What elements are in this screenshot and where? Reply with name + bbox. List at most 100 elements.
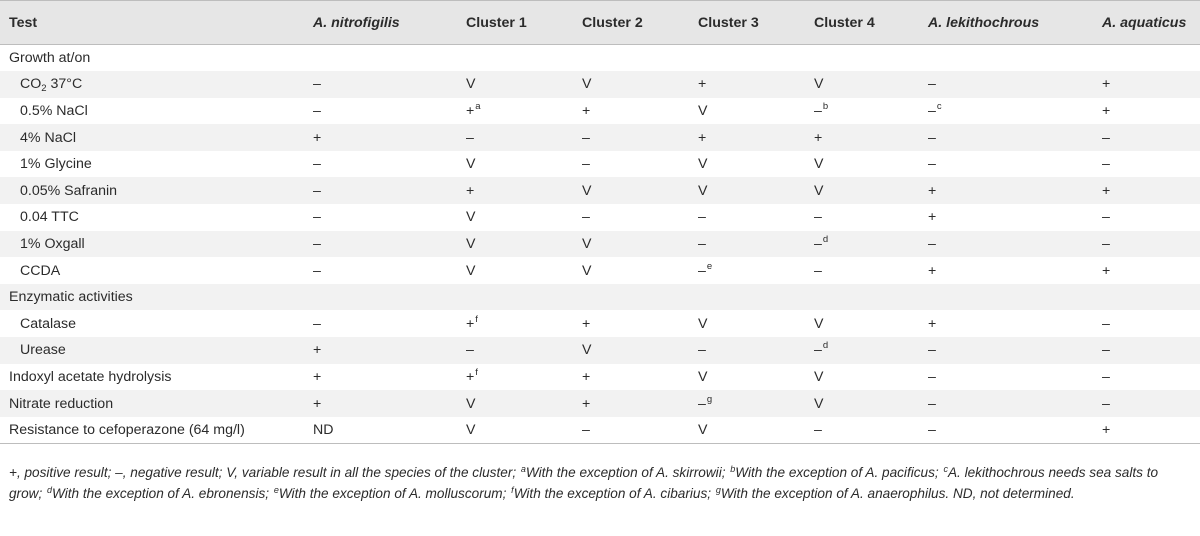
row-label: 4% NaCl [20,129,76,146]
table-cell: –b [814,100,829,119]
table-cell: – [928,342,936,359]
table-cell: – [313,76,321,93]
table-cell [1093,45,1200,72]
footnote-marker: d [822,233,829,245]
table-cell: – [698,209,706,226]
table-cell: –d [814,340,829,359]
table-cell [1093,284,1200,311]
row-label: 1% Glycine [20,156,92,173]
table-cell [919,284,1093,311]
table-cell: – [313,102,321,119]
table-cell: – [582,129,590,146]
column-header: A. lekithochrous [919,0,1093,45]
table-cell: V [466,395,476,412]
table-cell: + [1102,102,1111,119]
table-cell: + [582,102,591,119]
table-cell: + [582,395,591,412]
row-label: Nitrate reduction [9,395,114,412]
row-label: 0.04 TTC [20,209,79,226]
table-cell: – [313,315,321,332]
table-cell: + [1102,76,1111,93]
row-label: 1% Oxgall [20,235,85,252]
table-cell: – [313,262,321,279]
table-cell: – [814,262,822,279]
footnote-marker: f [475,366,478,378]
table-cell: – [1102,342,1110,359]
table-cell: V [466,235,476,252]
table-cell: + [928,182,937,199]
table-row: Urease+–V––d–– [0,337,1200,364]
table-cell: + [814,129,823,146]
footnote-marker: d [822,340,829,352]
table-cell [689,45,805,72]
table-cell: V [698,315,708,332]
table-cell: V [582,235,592,252]
table-cell: + [313,129,322,146]
table-cell: V [698,368,708,385]
column-header: Test [0,0,304,45]
table-cell: V [466,262,476,279]
table-footnote: +, positive result; –, negative result; … [9,464,1159,502]
table-cell: + [928,315,937,332]
row-label: Resistance to cefoperazone (64 mg/l) [0,416,304,444]
table-cell: –c [928,100,942,119]
table-cell: V [582,76,592,93]
table-cell: V [698,102,708,119]
table-cell: – [582,156,590,173]
footnote-marker: g [706,393,713,405]
footnote-marker: f [475,313,478,325]
table-cell [689,284,805,311]
table-cell: + [313,342,322,359]
table-cell: – [928,235,936,252]
table-cell: + [698,129,707,146]
table-cell: – [313,209,321,226]
table-cell: + [928,262,937,279]
table-cell: V [582,262,592,279]
table-cell: –e [698,260,713,279]
table-cell [805,45,919,72]
table-cell [457,284,573,311]
table-cell: – [1102,156,1110,173]
table-cell [304,45,457,72]
column-header: Cluster 4 [805,0,919,45]
footnote-marker: c [936,100,942,112]
table-cell: – [313,182,321,199]
table-cell: + [698,76,707,93]
column-header: Cluster 1 [457,0,573,45]
table-cell: + [1102,262,1111,279]
table-cell [919,45,1093,72]
table-cell: – [313,235,321,252]
table-cell: –g [698,393,713,412]
table-cell: +a [466,100,481,119]
row-label: Urease [20,342,66,359]
table-row: 4% NaCl+––++–– [0,124,1200,151]
data-table: Test A. nitrofigilis Cluster 1 Cluster 2… [0,0,1200,444]
table-cell: V [466,209,476,226]
row-label: CO2 37°C [20,76,83,95]
table-cell: V [689,416,805,444]
table-cell: – [466,342,474,359]
row-label: Enzymatic activities [9,289,133,306]
table-cell: V [466,76,476,93]
footnote-marker: e [706,260,713,272]
table-cell: – [928,129,936,146]
table-cell: V [698,156,708,173]
table-cell: – [814,209,822,226]
table-cell: – [1102,209,1110,226]
table-header-row: Test A. nitrofigilis Cluster 1 Cluster 2… [0,0,1200,45]
table-cell: – [1102,235,1110,252]
table-cell: + [313,395,322,412]
table-cell: –d [814,233,829,252]
table-cell: V [814,368,824,385]
column-header: Cluster 3 [689,0,805,45]
